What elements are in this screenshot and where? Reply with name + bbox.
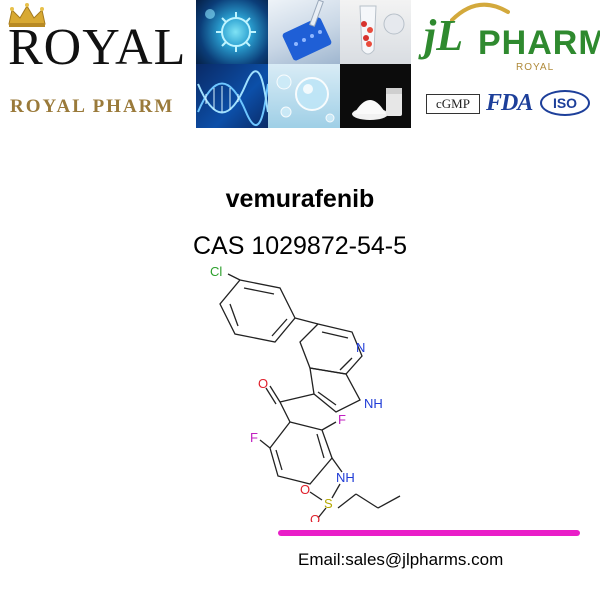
- atom-n-pyridine: N: [356, 340, 365, 355]
- compound-name: vemurafenib: [225, 185, 375, 213]
- atom-o-carbonyl: O: [258, 376, 268, 391]
- atom-cl: Cl: [210, 264, 222, 279]
- atom-f-right: F: [338, 412, 346, 427]
- photo-collage: [196, 0, 411, 128]
- atom-nh-pyrrole: NH: [364, 396, 383, 411]
- divider-bar: [278, 530, 580, 536]
- iso-badge: ISO: [540, 90, 590, 116]
- crown-icon: [8, 3, 46, 27]
- fda-badge: FDA: [486, 90, 533, 116]
- dna-image: [196, 64, 268, 128]
- royal-subtitle: ROYAL PHARM: [10, 96, 175, 117]
- swoosh-icon: [450, 2, 510, 22]
- jl-pharm-logo: jL PHARM ROYAL cGMP FDA ISO: [414, 0, 600, 128]
- atom-s: S: [324, 496, 333, 511]
- structure-atom-labels: Cl N NH O F F NH O S O: [210, 264, 383, 522]
- atom-o-sulfonyl-bottom: O: [310, 512, 320, 522]
- atom-f-left: F: [250, 430, 258, 445]
- virus-image: [196, 0, 268, 64]
- structure-bonds: [219, 273, 401, 519]
- pharm-wordmark: PHARM: [478, 24, 600, 62]
- bubbles-image: [268, 64, 340, 128]
- royal-tagline: ROYAL: [516, 62, 555, 73]
- cas-number: CAS 1029872-54-5: [192, 232, 408, 260]
- lab-pipette-image: [268, 0, 340, 64]
- cgmp-badge: cGMP: [426, 94, 480, 114]
- jl-mark: jL: [424, 11, 464, 60]
- atom-o-sulfonyl-left: O: [300, 482, 310, 497]
- pills-image: [340, 0, 411, 64]
- powder-image: [340, 64, 411, 128]
- chemical-structure: Cl N NH O F F NH O S O: [210, 264, 401, 522]
- atom-nh-sulfonamide: NH: [336, 470, 355, 485]
- royal-wordmark: ROYAL: [8, 19, 187, 76]
- royal-logo: ROYAL ROYAL PHARM: [0, 0, 196, 128]
- contact-email[interactable]: Email:sales@jlpharms.com: [298, 550, 504, 569]
